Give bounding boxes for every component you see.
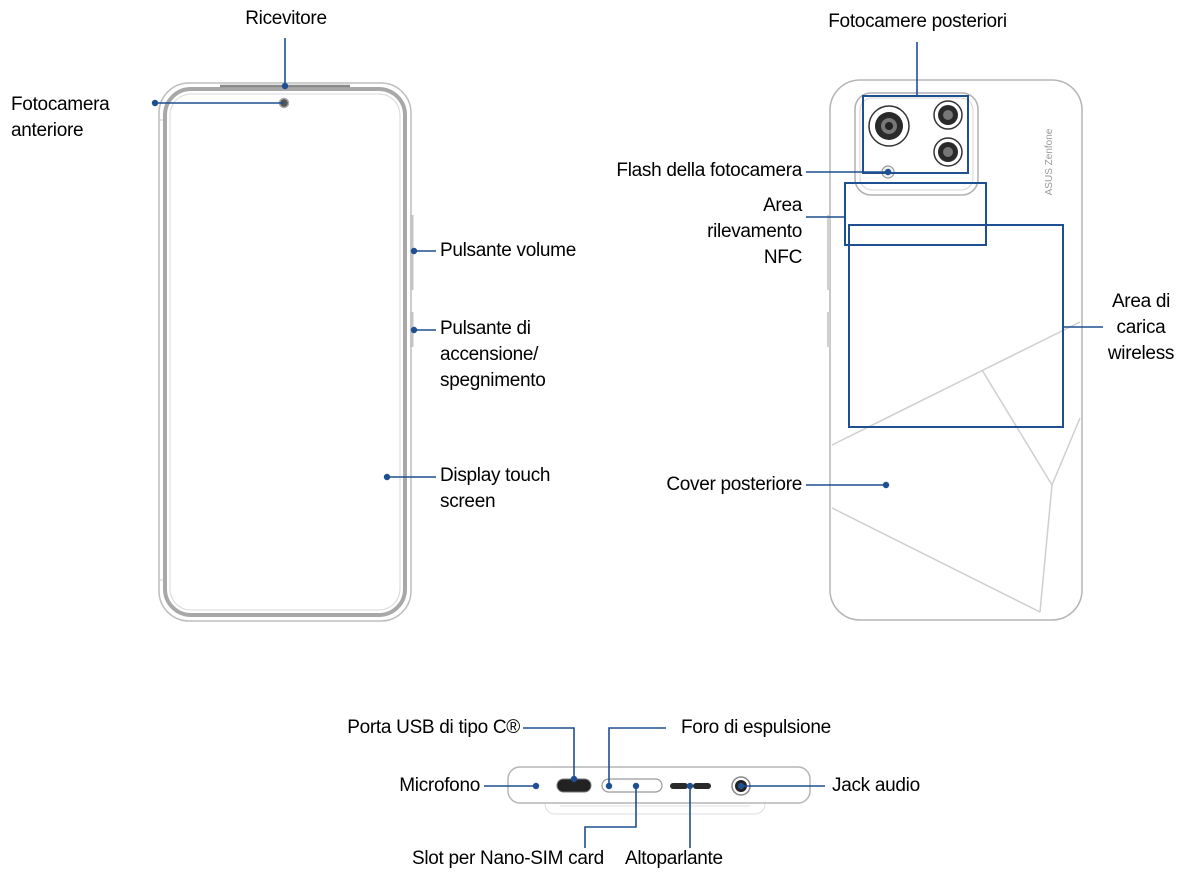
main-camera-lens [868,105,910,147]
rear-cameras-label: Fotocamere posteriori [828,11,1007,32]
callout-dot [281,82,289,90]
cover-pattern-line [831,507,1041,613]
nfc-area-label-line: rilevamento [707,221,802,242]
nfc-area-highlight [844,182,987,246]
eject-callout [608,727,666,786]
wireless-area-label-line: carica [1116,317,1166,338]
power-button-label-line: spegnimento [440,370,546,391]
wireless-area-label: Area di carica wireless [1100,289,1182,367]
sim-callout [584,786,637,848]
wireless-area-label-line: wireless [1107,343,1175,364]
camera-module-inner [859,97,974,191]
power-button-label-line: accensione/ [440,344,539,365]
front-camera-label: Fotocamera anteriore [11,92,110,144]
callout-dot [632,782,640,790]
nfc-area-label: Area rilevamento NFC [700,193,802,271]
speaker-label: Altoparlante [625,848,723,869]
cover-pattern [831,321,1081,613]
sim-tray [601,778,663,793]
power-button-label: Pulsante di accensione/ spegnimento [440,316,546,394]
side-key-profile [827,312,830,347]
bottom-view [507,766,811,815]
rear-cameras-highlight [862,95,969,174]
callout-dot [410,326,418,334]
eject-hole-label: Foro di espulsione [681,717,831,738]
sim-slot-label: Slot per Nano-SIM card [412,848,604,869]
cover-pattern-line [1039,484,1053,613]
speaker-grille [693,783,711,789]
touch-display-label: Display touch screen [440,463,550,515]
brand-text: ASUS Zenfone [1044,128,1055,195]
wireless-charging-area-highlight [848,224,1064,428]
back-view: ASUS Zenfone [827,79,1083,621]
microphone-label: Microfono [399,775,480,796]
nfc-area-label-line: NFC [763,247,802,268]
callout-dot [410,247,418,255]
camera-flash-label: Flash della fotocamera [616,160,802,181]
callout-dot [570,775,578,783]
usb-port-label: Porta USB di tipo C® [347,717,520,738]
callout-dot [737,782,745,790]
touch-display-label-line: Display touch [440,465,551,486]
front-camera-label-line: Fotocamera [11,94,110,115]
power-button-label-line: Pulsante di [440,318,531,339]
callout-dot [151,99,159,107]
side-key-profile [827,215,830,290]
callout-dot [532,782,540,790]
volume-button-label: Pulsante volume [440,240,576,261]
nfc-area-label-line: Area [763,195,802,216]
wireless-area-label-line: Area di [1111,291,1171,312]
callout-dot [605,782,613,790]
callout-dot [884,168,892,176]
callout-dots [151,82,892,790]
tertiary-camera-lens [933,137,963,167]
receiver-label: Ricevitore [245,8,327,29]
front-view [158,82,414,622]
usb-callout [523,727,575,779]
callout-dot [383,473,391,481]
cover-pattern-line [831,321,1081,446]
audio-jack-label: Jack audio [832,775,920,796]
callout-dot [686,782,694,790]
callouts [152,38,1103,848]
cover-pattern-line [1051,417,1081,486]
touch-display-label-line: screen [440,491,496,512]
front-display-area [169,93,401,611]
back-cover-label: Cover posteriore [666,474,802,495]
callout-dot [882,481,890,489]
back-phone-body [829,79,1083,621]
front-camera-label-line: anteriore [11,120,84,141]
secondary-camera-lens [933,100,963,130]
speaker-grille [670,783,688,789]
